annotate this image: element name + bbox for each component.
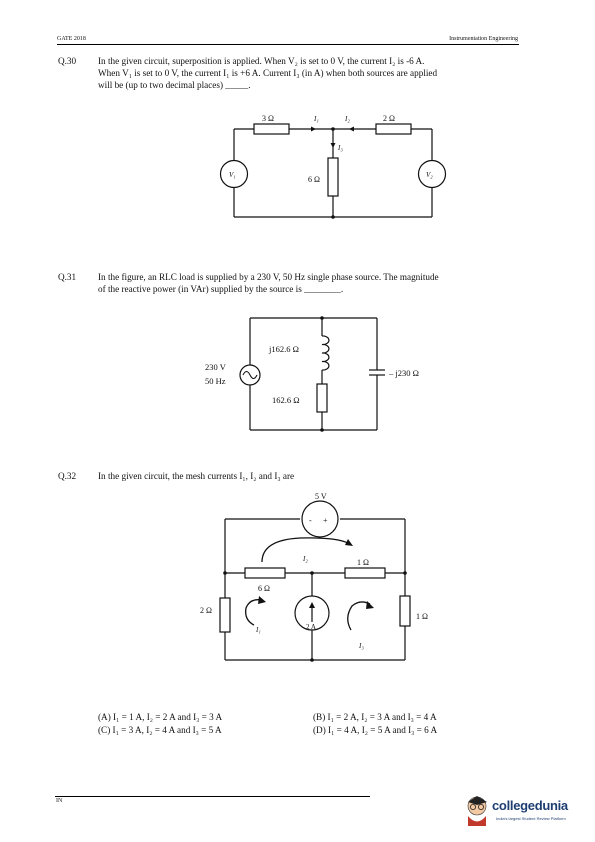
label-v1: V₁ [229,171,236,179]
arrow-up-icon [309,602,315,608]
label-2ohm: 2 Ω [383,114,395,123]
voltage-source-v1 [219,159,249,189]
question-line: In the given circuit, superposition is a… [98,56,425,66]
label-5v: 5 V [315,492,327,501]
resistor-6ohm [244,567,286,579]
label-resistor: 162.6 Ω [272,395,300,405]
resistor-162 [316,383,328,413]
question-30: Q.30 In the given circuit, superposition… [58,55,538,92]
question-32: Q.32 In the given circuit, the mesh curr… [58,470,538,482]
label-v2: V₂ [426,171,433,179]
resistor-1ohm-right [399,595,411,627]
brand-tagline: India's largest Student Review Platform [496,816,566,821]
question-line: In the given circuit, the mesh currents … [98,471,295,481]
label-i1: I₁ [255,626,261,634]
label-i3: I₃ [337,144,343,152]
label-i1: I₁ [313,115,319,123]
voltage-source-5v [301,500,339,538]
label-2ohm: 2 Ω [200,606,212,615]
option-b[interactable]: (B) I₁ = 2 A, I₂ = 3 A and I₃ = 4 A [313,712,437,722]
question-line: In the figure, an RLC load is supplied b… [98,272,439,282]
question-line: will be (up to two decimal places) _____… [98,80,251,91]
mascot-icon [467,796,487,826]
label-i2: I₂ [302,555,308,563]
label-1ohm-top: 1 Ω [357,558,369,567]
label-2a: 2 A [306,623,316,631]
question-line: of the reactive power (in VAr) supplied … [98,284,344,295]
question-number: Q.30 [58,56,77,66]
question-number: Q.32 [58,471,77,481]
option-a[interactable]: (A) I₁ = 1 A, I₂ = 2 A and I₃ = 3 A [98,712,223,722]
question-line: When V₁ is set to 0 V, the current I₁ is… [98,68,438,79]
label-6ohm: 6 Ω [258,584,270,593]
label-1ohm-right: 1 Ω [416,612,428,621]
brand-name: collegedunia [492,798,568,813]
header-rule [57,44,519,45]
arrow-i3-icon [330,143,336,148]
exam-name: GATE 2018 [57,36,86,42]
resistor-1ohm-top [344,567,386,579]
label-plus: + [323,516,328,525]
label-3ohm: 3 Ω [262,114,274,123]
label-i3: I₃ [358,642,364,650]
mesh-arrow-i1-icon [245,599,263,626]
label-voltage: 230 V [205,362,227,372]
paper-name: Instrumentation Engineering [449,36,518,42]
label-frequency: 50 Hz [205,376,226,386]
paper-code: IN [56,798,63,804]
mesh-arrow-i2-icon [261,537,349,563]
resistor-2ohm [219,597,231,633]
label-minus: - [309,516,312,525]
option-c[interactable]: (C) I₁ = 3 A, I₂ = 4 A and I₃ = 5 A [98,725,222,735]
label-inductor: j162.6 Ω [268,344,299,354]
arrow-i1-icon [311,126,316,132]
question-text: In the given circuit, superposition is a… [98,55,538,92]
resistor-3ohm [253,123,290,135]
label-capacitor: – j230 Ω [388,368,419,378]
question-text: In the figure, an RLC load is supplied b… [98,271,538,295]
question-text: In the given circuit, the mesh currents … [98,470,538,482]
footer-rule [55,796,370,797]
question-31: Q.31 In the figure, an RLC load is suppl… [58,271,538,295]
label-i2: I₂ [344,115,350,123]
mesh-arrow-i3-icon [347,601,371,631]
voltage-source-v2 [417,159,447,189]
option-d[interactable]: (D) I₁ = 4 A, I₂ = 5 A and I₃ = 6 A [313,725,438,735]
question-number: Q.31 [58,272,77,282]
resistor-2ohm [375,123,412,135]
sine-wave-icon [242,370,258,380]
label-6ohm: 6 Ω [308,175,320,184]
resistor-6ohm [327,157,339,197]
inductor-coil [321,335,330,371]
arrow-i2-icon [349,126,354,132]
